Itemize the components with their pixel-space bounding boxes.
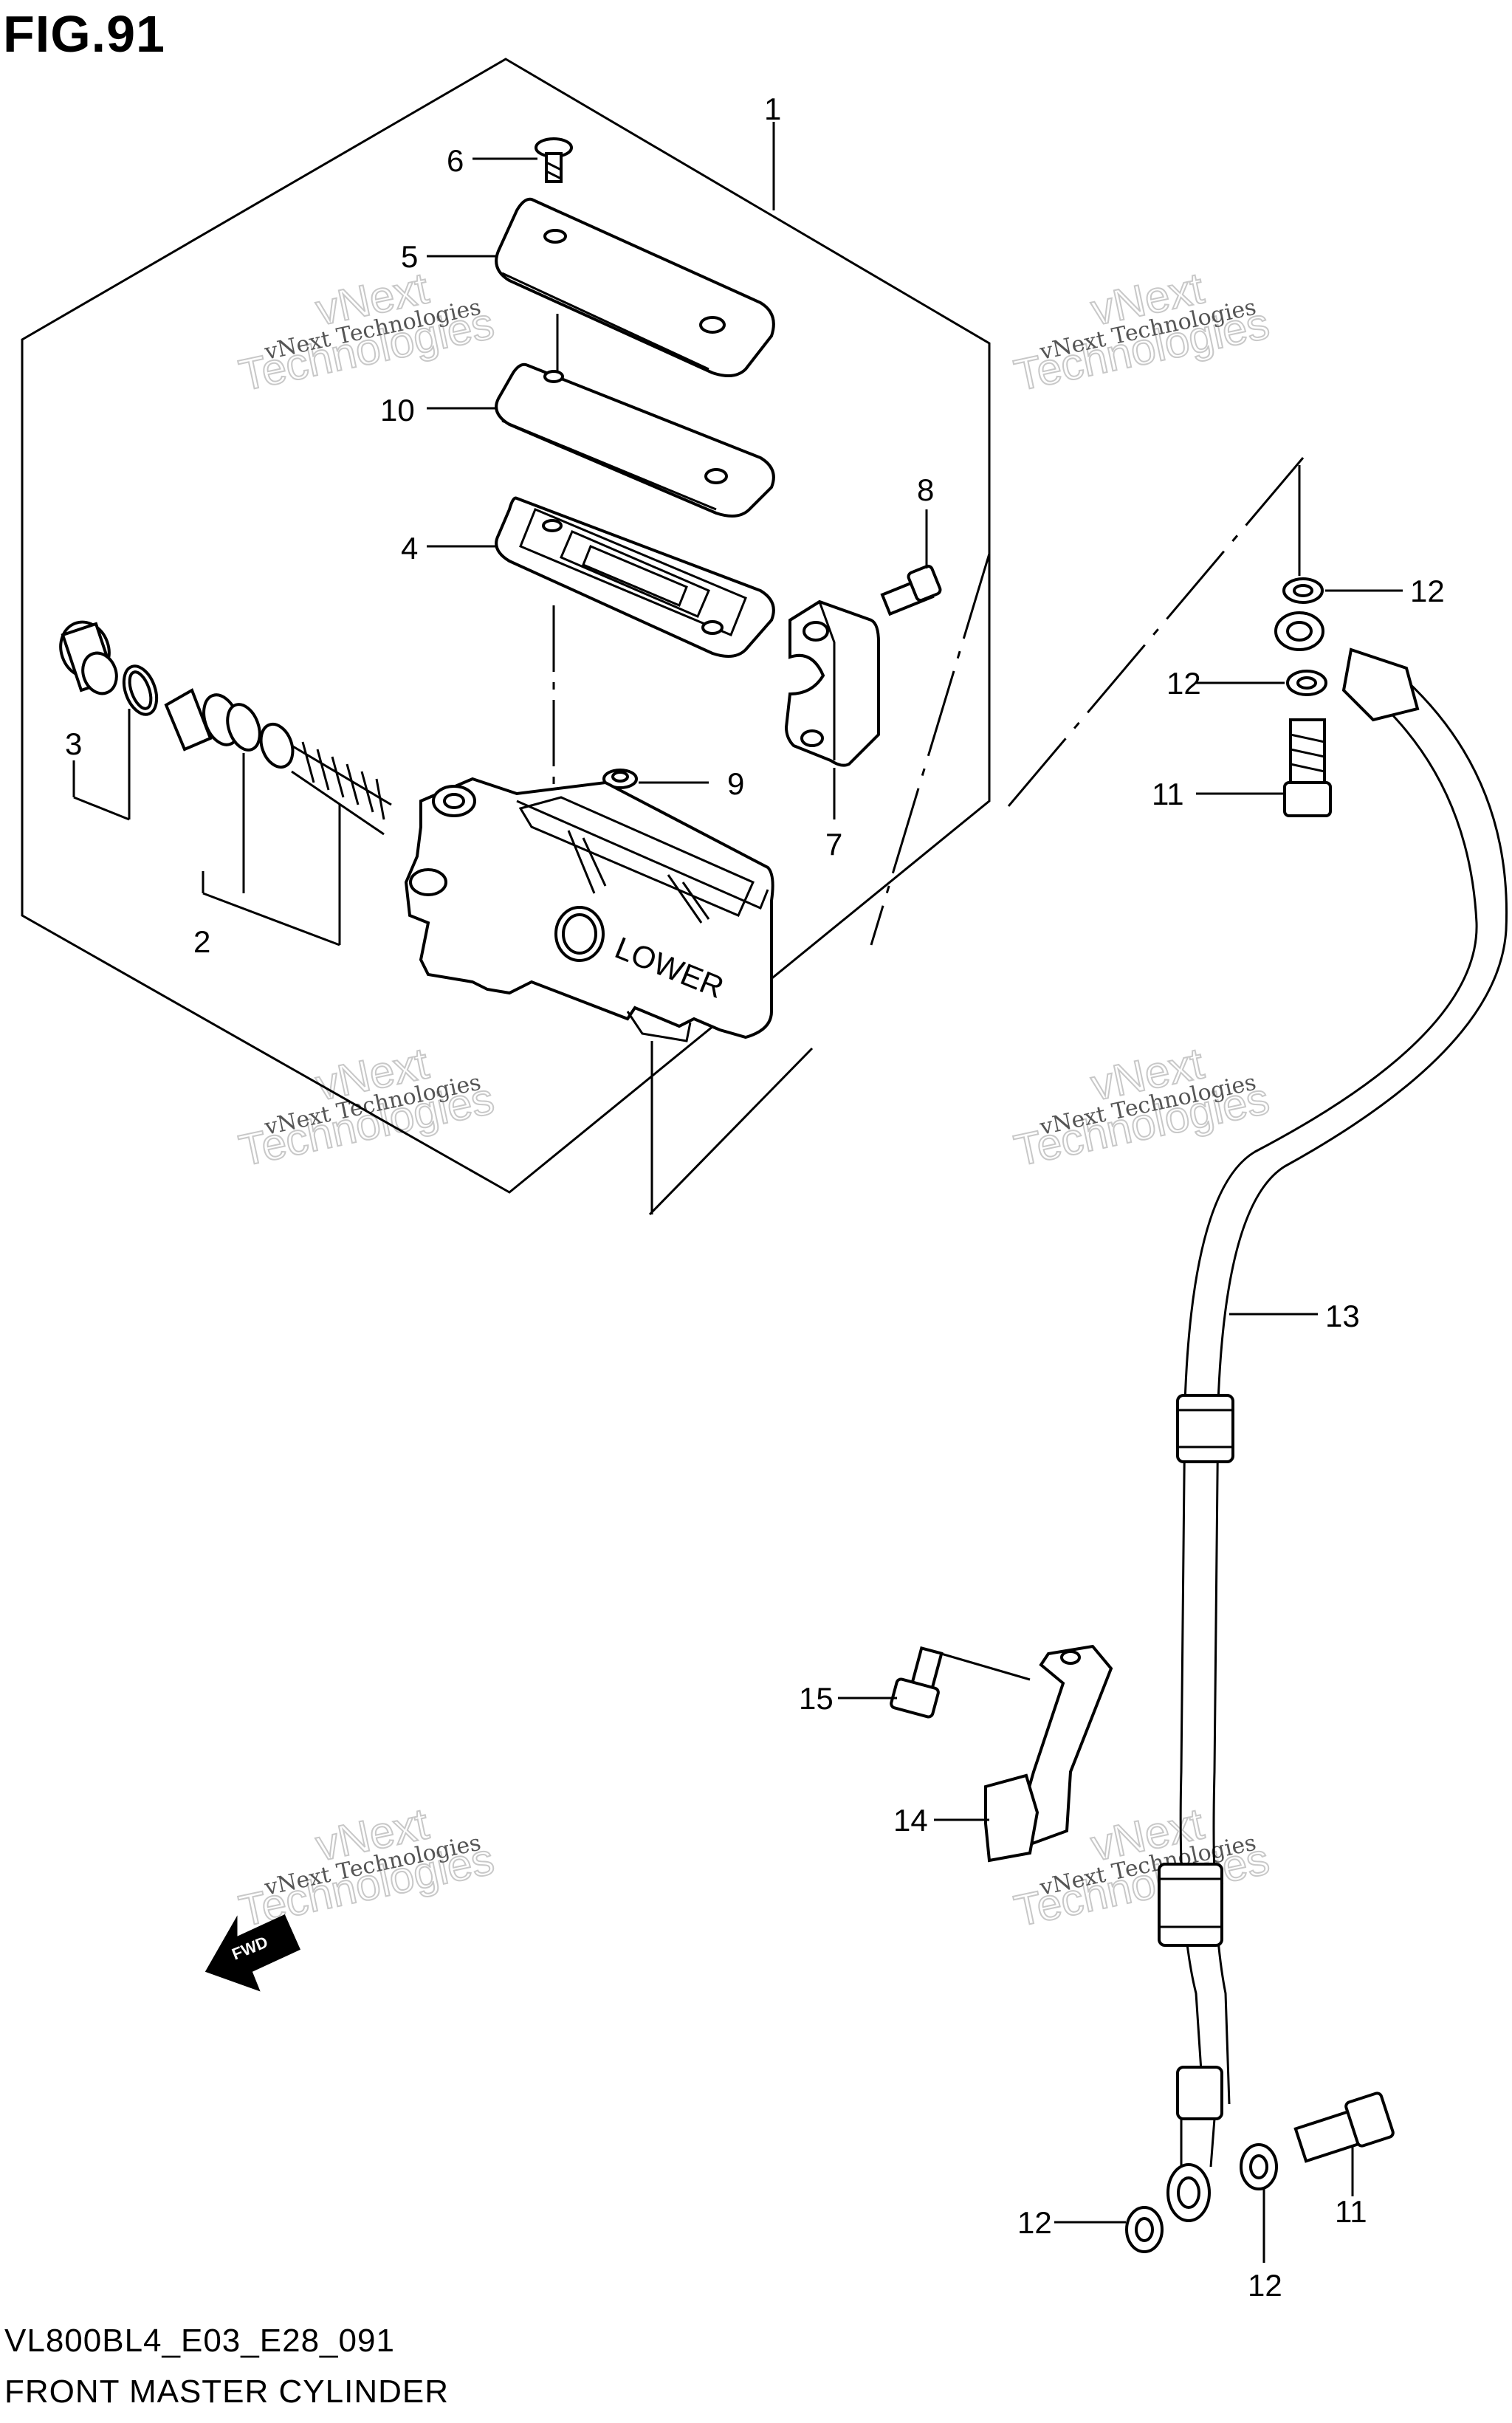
part-7-clamp <box>784 599 880 767</box>
callout-12: 12 <box>1248 2268 1282 2303</box>
part-11-banjo-bolt <box>1293 2092 1395 2163</box>
part-10-plate <box>495 362 775 518</box>
watermark: Technologies vNext vNext Technologies <box>1009 1037 1274 1176</box>
callout-15: 15 <box>799 1681 834 1716</box>
part-15-bolt <box>890 1646 944 1719</box>
watermark: Technologies vNext vNext Technologies <box>234 1037 499 1176</box>
part-8-bolt <box>880 564 942 616</box>
callout-2: 2 <box>193 924 210 959</box>
watermark: Technologies vNext vNext Technologies <box>234 262 499 401</box>
centerline <box>999 457 1305 817</box>
callout-12: 12 <box>1166 666 1201 701</box>
part-2-piston-set <box>122 664 392 836</box>
master-cylinder-body: LOWER <box>404 777 774 1042</box>
part-3-boot <box>59 620 118 695</box>
callout-10: 10 <box>380 393 415 427</box>
callout-labels: 1 6 5 10 4 8 9 7 3 2 12 12 11 13 15 14 1… <box>65 92 1445 2303</box>
callout-1: 1 <box>764 92 781 126</box>
callout-14: 14 <box>893 1803 928 1838</box>
part-6-screw <box>535 137 573 183</box>
part-12-washer <box>1296 676 1317 690</box>
callout-9: 9 <box>727 766 744 801</box>
part-12-washer <box>1135 2217 1154 2242</box>
assembly-outline <box>21 58 991 1194</box>
fwd-direction-arrow: FWD <box>205 1914 300 1992</box>
part-11-banjo-bolt <box>1283 718 1332 817</box>
callout-6: 6 <box>447 143 464 178</box>
callout-5: 5 <box>401 239 418 274</box>
callout-12: 12 <box>1017 2205 1052 2240</box>
part-12-washer <box>1249 2154 1268 2179</box>
watermark: Technologies vNext vNext Technologies <box>234 1798 499 1936</box>
centerline <box>648 1047 814 1216</box>
leader-lines <box>72 122 1403 2263</box>
callout-3: 3 <box>65 726 82 761</box>
watermark: Technologies vNext vNext Technologies <box>1009 262 1274 401</box>
part-5-reservoir-cap <box>495 197 775 377</box>
callout-12: 12 <box>1410 574 1445 608</box>
callout-8: 8 <box>917 472 934 507</box>
part-13-brake-hose <box>1158 611 1508 2222</box>
callout-11: 11 <box>1152 777 1184 811</box>
callout-11: 11 <box>1335 2194 1367 2229</box>
part-12-washer <box>1293 584 1313 597</box>
assembly-name: FRONT MASTER CYLINDER <box>4 2374 450 2410</box>
part-9-fitting <box>602 769 638 789</box>
centerline <box>941 1652 1031 1681</box>
callout-4: 4 <box>401 531 418 566</box>
callout-7: 7 <box>825 827 842 862</box>
part-4-diaphragm <box>495 496 775 658</box>
part-14-bracket <box>984 1644 1113 1863</box>
callout-13: 13 <box>1325 1299 1360 1333</box>
centerline <box>870 553 991 946</box>
model-code: VL800BL4_E03_E28_091 <box>4 2323 395 2359</box>
figure-title: FIG.91 <box>3 5 165 63</box>
